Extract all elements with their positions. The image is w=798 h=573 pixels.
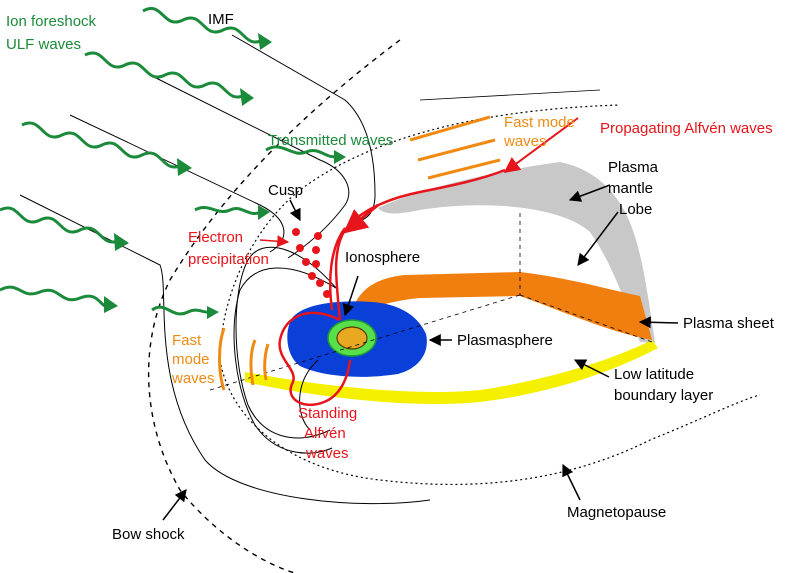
lobe-label: Lobe: [619, 201, 652, 218]
bow-shock-label: Bow shock: [112, 526, 185, 543]
standing-alfven-label-line2: Alfvén: [304, 425, 346, 442]
magnetopause-dotted-line: [219, 104, 761, 486]
fast-mode-left-label-line2: mode: [172, 351, 210, 368]
fast-mode-left-label-line1: Fast: [172, 332, 202, 349]
standing-alfven-label-line1: Standing: [298, 405, 357, 422]
electron-precipitation-arrow: [259, 235, 290, 248]
ionosphere-label: Ionosphere: [345, 249, 420, 266]
closed-field-lines: [233, 246, 337, 454]
propagating-alfven-arrow: [503, 117, 579, 173]
plasma-mantle-label-line1: Plasma: [608, 159, 659, 176]
plasma-mantle-region: [378, 162, 655, 343]
standing-alfven-label-line3: waves: [305, 445, 349, 462]
earth-core: [336, 326, 368, 350]
electron-precip-label-line1: Electron: [188, 229, 243, 246]
low-latitude-boundary-layer: [245, 340, 658, 404]
alfven-downward-arrow: [343, 203, 379, 234]
fast-mode-top-label-line2: waves: [503, 133, 547, 150]
magnetopause-label: Magnetopause: [567, 504, 666, 521]
foreshock-arrowheads: [104, 33, 346, 319]
transmitted-waves-label: Transmitted waves: [268, 132, 393, 149]
fast-mode-waves-left: [218, 327, 270, 391]
plasma-mantle-label-line2: mantle: [608, 180, 653, 197]
bow-shock-dashed-line: [147, 39, 401, 573]
ion-foreshock-label-line1: Ion foreshock: [6, 13, 97, 30]
imf-label: IMF: [208, 11, 234, 28]
plasma-sheet-label: Plasma sheet: [683, 315, 775, 332]
fast-mode-left-label-line3: waves: [171, 370, 215, 387]
propagating-alfven-label: Propagating Alfvén waves: [600, 120, 773, 137]
fast-mode-waves-top: [409, 115, 501, 180]
standing-alfven-wave-loop: [278, 311, 352, 407]
plasmasphere-label: Plasmasphere: [457, 332, 553, 349]
cusp-label: Cusp: [268, 182, 303, 199]
ion-foreshock-label-line2: ULF waves: [6, 36, 81, 53]
box-construction-lines: [209, 213, 656, 391]
plasma-sheet-region: [352, 272, 652, 340]
fast-mode-top-label-line1: Fast mode: [504, 114, 575, 131]
electron-precip-label-line2: precipitation: [188, 251, 269, 268]
low-latitude-label-line2: boundary layer: [614, 387, 713, 404]
electron-precipitation-dots: [292, 228, 331, 298]
pointer-arrows: [162, 184, 679, 521]
foreshock-wave-arrows: [0, 7, 339, 316]
low-latitude-label-line1: Low latitude: [614, 366, 694, 383]
